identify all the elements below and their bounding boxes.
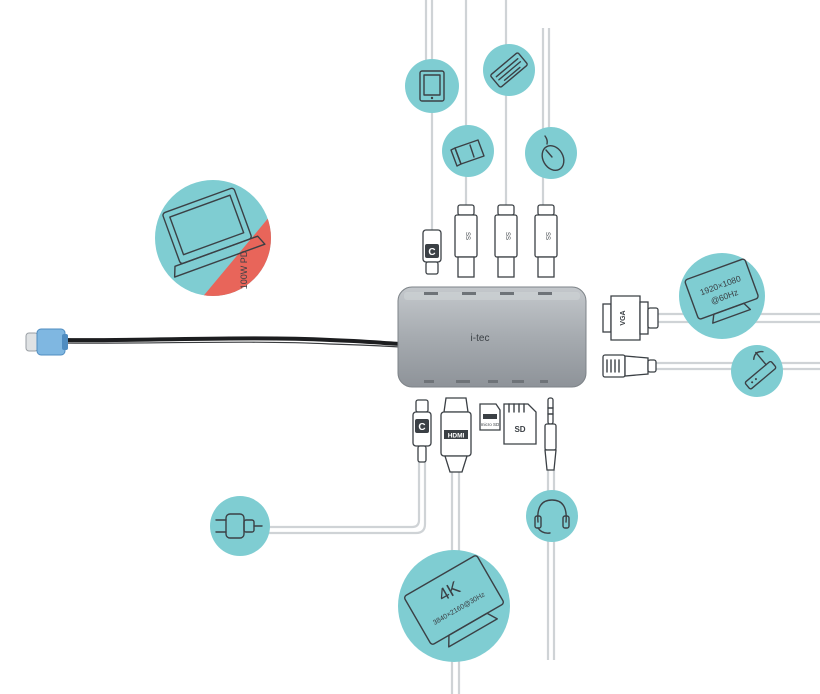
monitor-icon bbox=[684, 258, 759, 324]
hdmi-plug: HDMI bbox=[440, 397, 472, 473]
power-plug-device bbox=[210, 496, 270, 556]
micro-sd-card: micro SD bbox=[479, 403, 501, 431]
tablet-icon bbox=[419, 70, 445, 102]
keyboard-device bbox=[483, 44, 535, 96]
mouse-device bbox=[525, 127, 577, 179]
power-plug-icon bbox=[215, 513, 263, 539]
usb-stick-device bbox=[442, 125, 494, 177]
vga-plug: VGA bbox=[602, 295, 659, 341]
usb3-plug-3-label: SS bbox=[544, 232, 550, 240]
hdmi-plug-label: HDMI bbox=[448, 433, 465, 440]
vga-plug-label: VGA bbox=[620, 310, 627, 325]
monitor-4k-device: 4K 3840×2160@30Hz bbox=[398, 550, 510, 662]
monitor-vga-device: 1920×1080 @60Hz bbox=[679, 253, 765, 339]
usb3-plug-3: SS bbox=[534, 204, 558, 278]
cable-power bbox=[262, 460, 421, 529]
router-device bbox=[731, 345, 783, 397]
headset-icon bbox=[534, 499, 570, 534]
sd-label: SD bbox=[514, 425, 525, 434]
usbc-plug-bottom: C bbox=[412, 399, 432, 463]
host-cable bbox=[61, 336, 401, 346]
laptop-power-label: 100W PD bbox=[239, 250, 249, 289]
usb3-plug-1: SS bbox=[454, 204, 478, 278]
ethernet-plug bbox=[602, 354, 657, 378]
router-icon bbox=[744, 350, 777, 390]
mouse-icon bbox=[541, 135, 565, 172]
usbc-plug-top: C bbox=[422, 229, 442, 275]
host-usbc-connector bbox=[25, 328, 68, 356]
sd-card: SD bbox=[503, 403, 537, 445]
tablet-device bbox=[405, 59, 459, 113]
usbc-plug-label: C bbox=[428, 247, 435, 258]
monitor-4k-icon bbox=[404, 555, 504, 648]
hub-body: i-tec bbox=[397, 286, 587, 388]
audio-jack bbox=[544, 397, 557, 471]
usb3-plug-2-label: SS bbox=[504, 232, 510, 240]
headset-device bbox=[526, 490, 578, 542]
keyboard-icon bbox=[490, 52, 528, 88]
usbc-power-label: C bbox=[418, 422, 425, 433]
usb3-plug-2: SS bbox=[494, 204, 518, 278]
laptop-device: 100W PD bbox=[155, 180, 271, 296]
laptop-icon bbox=[162, 187, 266, 278]
usb3-plug-1-label: SS bbox=[464, 232, 470, 240]
usb-stick-icon bbox=[450, 139, 485, 167]
micro-sd-label: micro SD bbox=[481, 422, 500, 427]
hub-brand: i-tec bbox=[471, 333, 490, 344]
